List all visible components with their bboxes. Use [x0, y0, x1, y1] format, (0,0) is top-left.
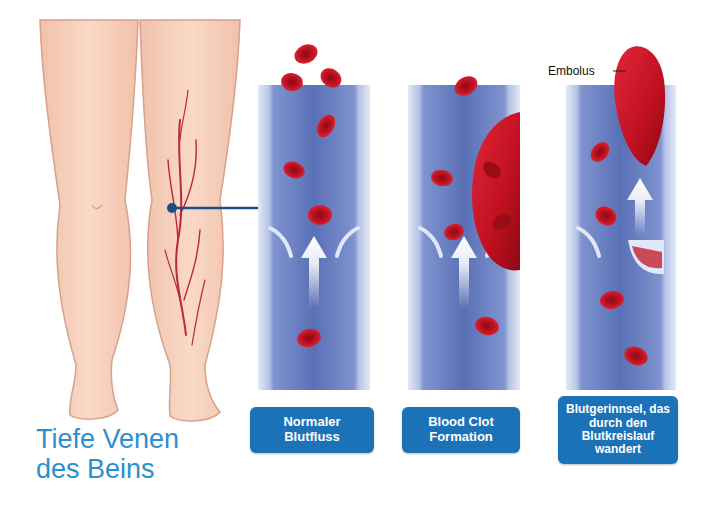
caption-box: Normaler Blutfluss — [250, 407, 374, 453]
caption-text: Blood Clot Formation — [408, 415, 514, 444]
figure-label: Tiefe Venen des Beins — [36, 424, 211, 484]
caption-box: Blutgerinnsel, das durch den Blutkreisla… — [558, 396, 678, 464]
caption-text: Blutgerinnsel, das durch den Blutkreisla… — [564, 403, 672, 457]
blood-cells — [280, 41, 651, 369]
caption-text: Normaler Blutfluss — [256, 415, 368, 444]
leader-line — [613, 71, 626, 72]
callout-label: Embolus — [548, 64, 618, 78]
embolus — [614, 46, 665, 166]
blood-clot — [472, 112, 520, 270]
vein-sections — [258, 85, 676, 390]
caption-box: Blood Clot Formation — [402, 407, 520, 453]
legs — [40, 20, 258, 421]
